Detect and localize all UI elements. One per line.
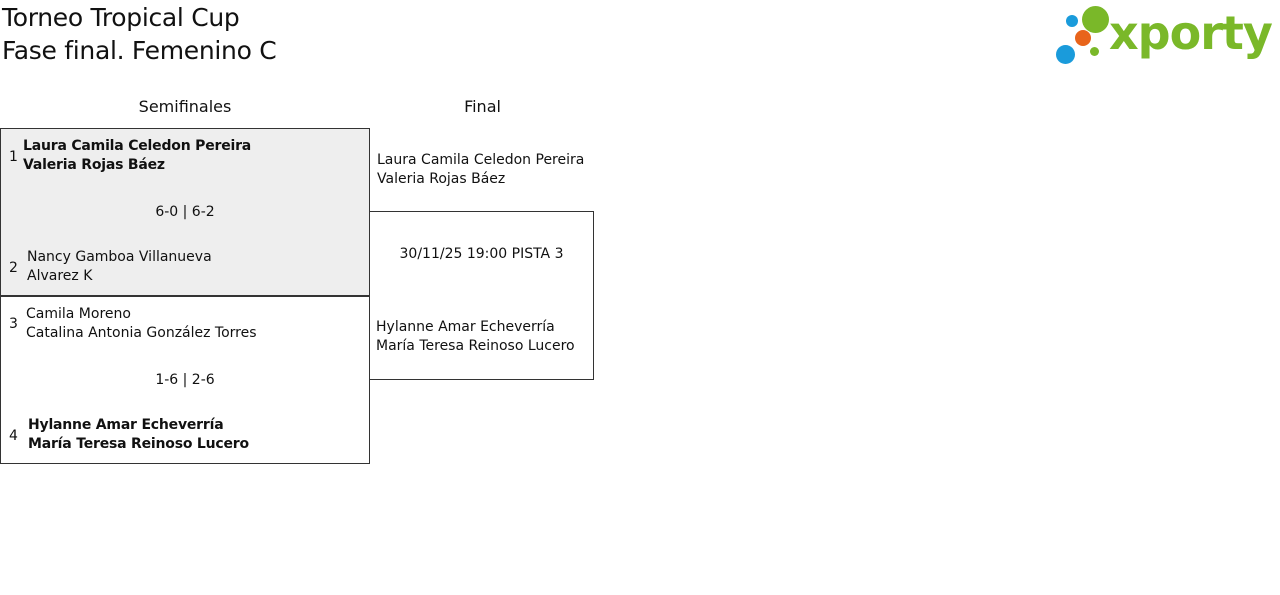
player-name: Catalina Antonia González Torres [26, 325, 257, 341]
player-name: María Teresa Reinoso Lucero [376, 338, 575, 354]
player-name: Laura Camila Celedon Pereira [23, 138, 252, 154]
match-score: 6-0 | 6-2 [155, 204, 215, 220]
round-header-semifinals: Semifinales [138, 97, 232, 116]
match-score: 1-6 | 2-6 [155, 372, 215, 388]
logo-wordmark: xporty [1109, 6, 1273, 60]
player-name: Laura Camila Celedon Pereira [377, 152, 585, 168]
seed-number: 1 [9, 149, 18, 165]
logo-dot-green-icon [1082, 6, 1109, 33]
player-name: Valeria Rojas Báez [23, 157, 165, 173]
team-1-winner: Laura Camila Celedon Pereira Valeria Roj… [23, 137, 251, 175]
player-name: Valeria Rojas Báez [377, 171, 506, 187]
logo-dot-green-small-icon [1090, 47, 1099, 56]
player-name: María Teresa Reinoso Lucero [28, 436, 249, 452]
round-header-final: Final [464, 97, 501, 116]
tournament-title: Torneo Tropical Cup [2, 3, 240, 32]
team-3: Camila Moreno Catalina Antonia González … [26, 305, 257, 343]
player-name: Hylanne Amar Echeverría [28, 417, 224, 433]
seed-number: 3 [9, 316, 18, 332]
final-match[interactable]: 30/11/25 19:00 PISTA 3 Hylanne Amar Eche… [370, 211, 594, 380]
player-name: Camila Moreno [26, 306, 131, 322]
player-name: Nancy Gamboa Villanueva [27, 249, 212, 265]
semifinal-match-2[interactable]: 3 Camila Moreno Catalina Antonia Gonzále… [0, 296, 370, 464]
logo-dot-orange-icon [1075, 30, 1091, 46]
logo-dot-blue-large-icon [1056, 45, 1075, 64]
player-name: Alvarez K [27, 268, 93, 284]
final-team-top: Laura Camila Celedon Pereira Valeria Roj… [377, 151, 595, 189]
final-schedule: 30/11/25 19:00 PISTA 3 [399, 246, 564, 262]
seed-number: 4 [9, 428, 18, 444]
xporty-logo: xporty [1050, 4, 1274, 66]
team-2: Nancy Gamboa Villanueva Alvarez K [27, 248, 212, 286]
team-4-winner: Hylanne Amar Echeverría María Teresa Rei… [28, 416, 249, 454]
semifinal-match-1[interactable]: 1 Laura Camila Celedon Pereira Valeria R… [0, 128, 370, 296]
final-team-bottom: Hylanne Amar Echeverría María Teresa Rei… [376, 318, 575, 356]
seed-number: 2 [9, 260, 18, 276]
player-name: Hylanne Amar Echeverría [376, 319, 555, 335]
phase-subtitle: Fase final. Femenino C [2, 36, 277, 65]
logo-dot-blue-small-icon [1066, 15, 1078, 27]
